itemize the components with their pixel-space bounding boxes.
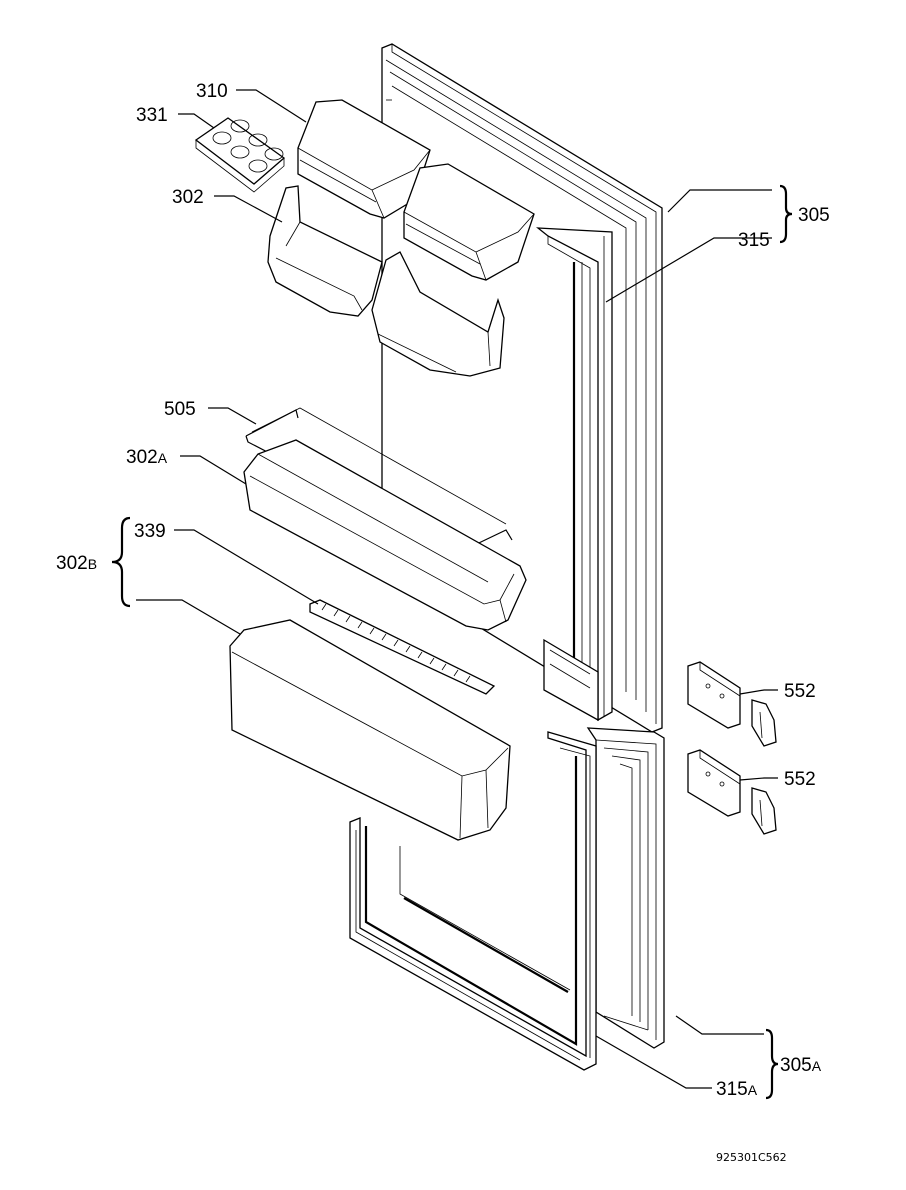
lower-door-panel xyxy=(586,727,665,1049)
label-315a: 315A xyxy=(716,1079,758,1100)
label-505: 505 xyxy=(164,399,196,420)
label-339: 339 xyxy=(134,521,166,542)
label-552-bottom: 552 xyxy=(784,769,816,790)
egg-tray xyxy=(194,117,286,193)
large-door-bin xyxy=(229,619,511,841)
brace-302b xyxy=(111,516,131,608)
label-305: 305 xyxy=(798,205,830,226)
bottle-divider xyxy=(309,599,496,695)
bottle-shelf xyxy=(243,439,527,631)
label-302: 302 xyxy=(172,187,204,208)
drawing-code: 925301C562 xyxy=(716,1151,787,1164)
label-305a: 305A xyxy=(780,1055,822,1076)
leader-lines xyxy=(136,89,778,1089)
label-310: 310 xyxy=(196,81,228,102)
hinge-bracket-upper xyxy=(687,661,777,747)
brace-305a xyxy=(765,1028,779,1100)
lower-door-gasket xyxy=(349,731,597,1071)
label-302b: 302B xyxy=(56,553,97,574)
label-552-top: 552 xyxy=(784,681,816,702)
brace-305 xyxy=(779,184,793,244)
hinge-bracket-lower xyxy=(687,749,777,835)
label-302a: 302A xyxy=(126,447,168,468)
label-315: 315 xyxy=(738,230,770,251)
small-door-shelves xyxy=(267,185,505,377)
covered-storage-boxes xyxy=(297,99,535,281)
label-331: 331 xyxy=(136,105,168,126)
